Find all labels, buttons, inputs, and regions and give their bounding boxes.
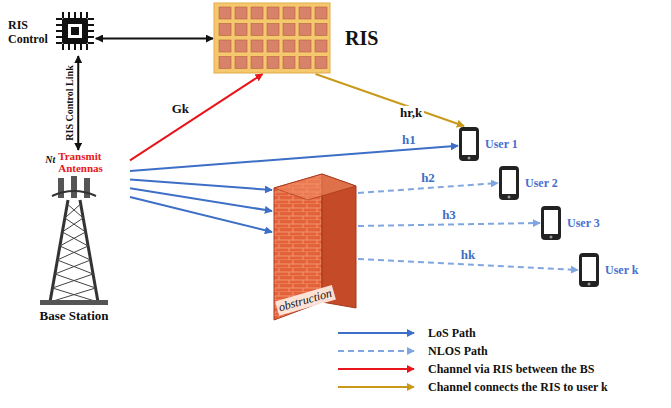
obstruction-wall: obstruction [272, 172, 358, 322]
chip-icon [54, 10, 96, 52]
user-label: User 1 [485, 137, 518, 152]
channel-arrow [130, 197, 272, 232]
phone-icon [578, 252, 600, 288]
legend-row: Channel via RIS between the BS [336, 360, 608, 378]
user-device: User 3 [540, 205, 600, 241]
legend-row: LoS Path [336, 324, 608, 342]
legend-sample [336, 327, 420, 339]
legend: LoS PathNLOS PathChannel via RIS between… [336, 324, 608, 396]
user-label: User k [605, 263, 638, 278]
channel-arrow [77, 56, 79, 150]
user-device: User 1 [458, 126, 518, 162]
legend-text: Channel via RIS between the BS [428, 362, 594, 377]
nlos-path [358, 223, 540, 226]
legend-row: NLOS Path [336, 342, 608, 360]
phone-icon [458, 126, 480, 162]
legend-text: Channel connects the RIS to user k [428, 380, 608, 395]
legend-sample [336, 363, 420, 375]
antenna-count: Nt [45, 154, 55, 165]
legend-sample [336, 381, 420, 393]
channel-label: h2 [419, 171, 437, 185]
channel-label: h3 [440, 207, 458, 221]
legend-sample [336, 345, 420, 357]
panel-name: RIS [345, 27, 378, 50]
channel-arrow [130, 188, 272, 211]
channel-label: Gk [170, 102, 191, 116]
user-device: User 2 [498, 165, 558, 201]
ris-controller: RIS Control [8, 10, 96, 56]
tower-icon [22, 174, 126, 306]
ris-panel: RIS [213, 2, 378, 74]
channel-arrow [96, 38, 213, 40]
channel-label: h1 [400, 132, 418, 146]
station-label: Base Station [40, 308, 109, 324]
user-label: User 3 [567, 216, 600, 231]
phone-icon [498, 165, 520, 201]
legend-text: NLOS Path [428, 344, 488, 359]
user-label: User 2 [525, 176, 558, 191]
legend-row: Channel connects the RIS to user k [336, 378, 608, 396]
channel-arrow [316, 74, 464, 126]
channel-arrow [130, 180, 272, 190]
base-station: NtTransmit AntennasBase Station [18, 150, 130, 324]
user-device: User k [578, 252, 638, 288]
legend-text: LoS Path [428, 326, 476, 341]
controller-label: RIS Control [8, 19, 48, 47]
phone-icon [540, 205, 562, 241]
antenna-label: Transmit Antennas [58, 150, 103, 174]
channel-label: hr,k [398, 105, 424, 119]
channel-label: hk [459, 247, 477, 261]
channel-arrow [130, 146, 458, 171]
channel-label: RIS Control Link [64, 63, 75, 142]
ris-panel-grid [213, 2, 331, 74]
channel-arrow [130, 74, 263, 160]
